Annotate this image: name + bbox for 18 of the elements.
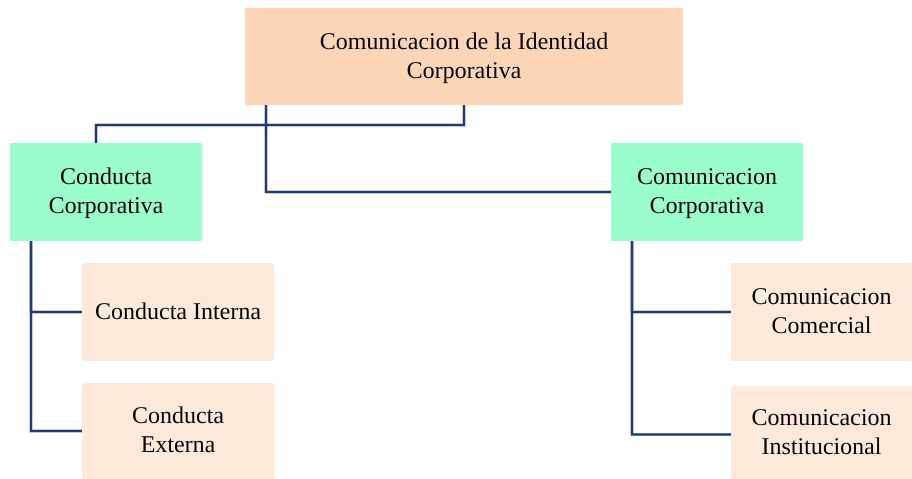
text-box xyxy=(82,383,274,479)
text-box xyxy=(82,263,274,361)
text-box xyxy=(731,263,912,361)
box-label: Comunicacion Corporativa xyxy=(636,163,778,221)
connector-line xyxy=(94,105,466,143)
connector-line xyxy=(630,241,731,436)
text-box xyxy=(10,143,202,241)
box-label: Comunicacion Comercial xyxy=(750,283,892,341)
connector-line xyxy=(264,105,611,194)
box-label: Conducta Externa xyxy=(131,402,225,460)
text-box xyxy=(731,386,912,479)
text-box xyxy=(611,143,803,241)
box-label: Comunicacion Institucional xyxy=(750,404,892,462)
text-box xyxy=(245,8,683,105)
box-label: Conducta Corporativa xyxy=(48,163,164,221)
connector-line xyxy=(30,241,82,432)
box-label: Conducta Interna xyxy=(94,298,262,326)
box-label: Comunicacion de la Identidad Corporativa xyxy=(318,28,610,86)
